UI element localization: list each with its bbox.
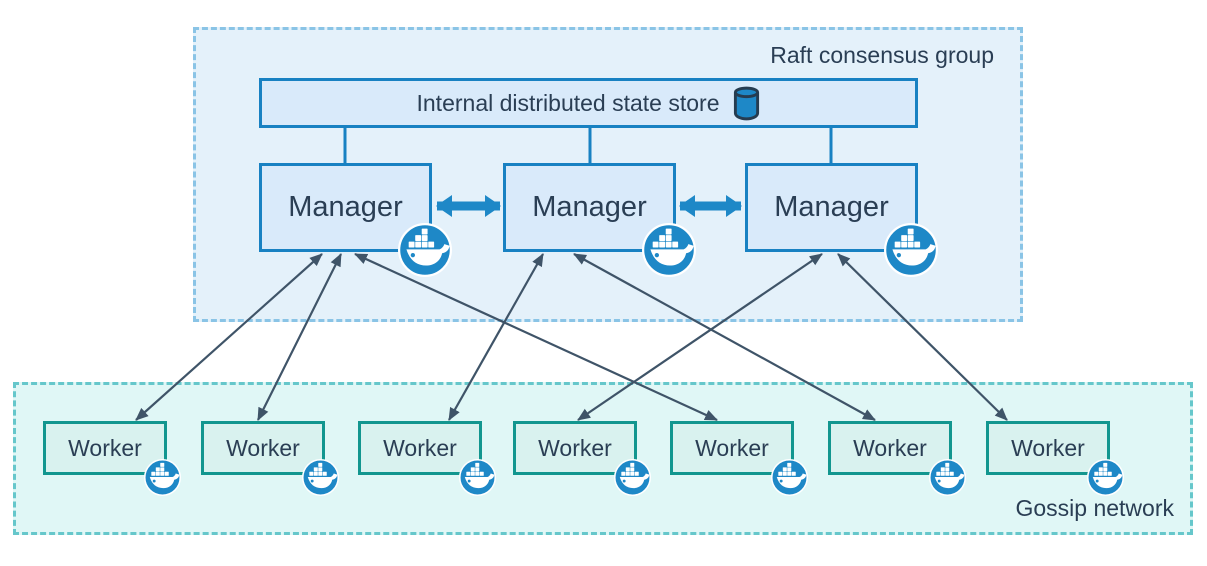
docker-whale-icon bbox=[144, 459, 181, 496]
worker-label: Worker bbox=[695, 434, 769, 461]
database-cylinder-icon bbox=[732, 86, 761, 121]
worker-label: Worker bbox=[1011, 434, 1085, 461]
worker-node-1: Worker bbox=[43, 421, 167, 475]
docker-whale-icon bbox=[302, 459, 339, 496]
docker-whale-icon bbox=[884, 223, 938, 277]
worker-node-3: Worker bbox=[358, 421, 482, 475]
manager-label: Manager bbox=[532, 191, 647, 223]
raft-group-label: Raft consensus group bbox=[770, 42, 994, 68]
worker-node-5: Worker bbox=[670, 421, 794, 475]
gossip-network-label: Gossip network bbox=[1015, 495, 1174, 521]
manager-label: Manager bbox=[774, 191, 889, 223]
manager-label: Manager bbox=[288, 191, 403, 223]
worker-node-7: Worker bbox=[986, 421, 1110, 475]
state-store-box: Internal distributed state store bbox=[259, 78, 918, 128]
docker-whale-icon bbox=[459, 459, 496, 496]
docker-whale-icon bbox=[398, 223, 452, 277]
state-store-label: Internal distributed state store bbox=[416, 89, 720, 116]
worker-label: Worker bbox=[68, 434, 142, 461]
worker-node-6: Worker bbox=[828, 421, 952, 475]
docker-whale-icon bbox=[929, 459, 966, 496]
worker-node-4: Worker bbox=[513, 421, 637, 475]
worker-label: Worker bbox=[538, 434, 612, 461]
worker-label: Worker bbox=[383, 434, 457, 461]
docker-whale-icon bbox=[642, 223, 696, 277]
worker-label: Worker bbox=[226, 434, 300, 461]
docker-whale-icon bbox=[614, 459, 651, 496]
worker-node-2: Worker bbox=[201, 421, 325, 475]
worker-label: Worker bbox=[853, 434, 927, 461]
docker-whale-icon bbox=[1087, 459, 1124, 496]
docker-whale-icon bbox=[771, 459, 808, 496]
